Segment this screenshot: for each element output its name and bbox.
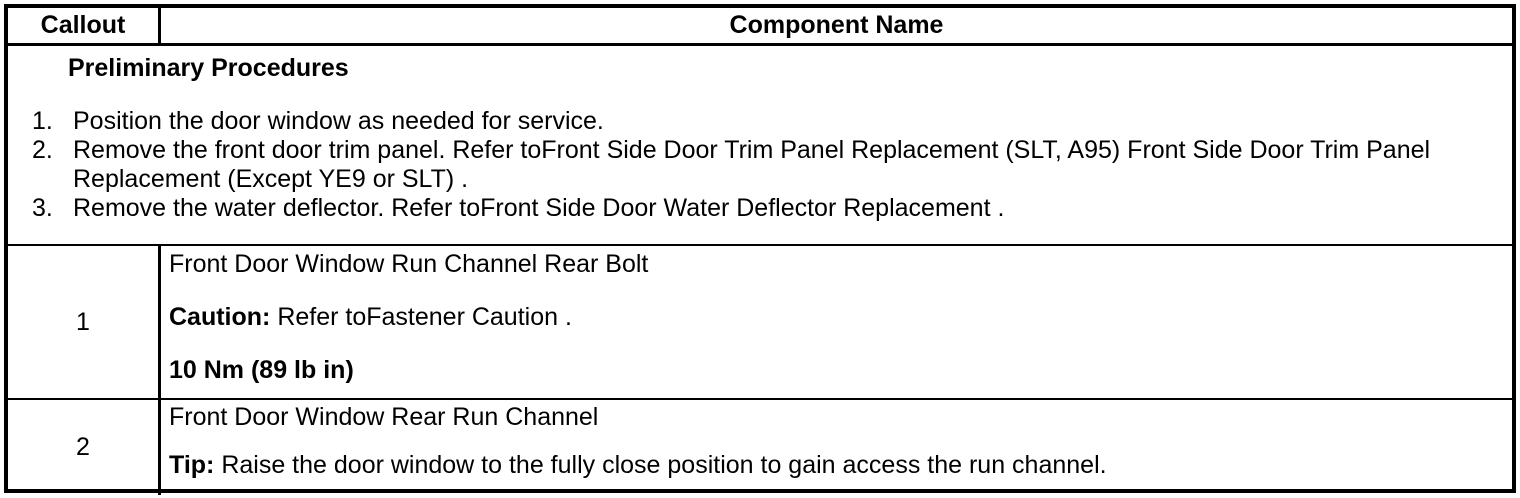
component-name-text: Front Door Window Rear Run Channel <box>169 403 599 431</box>
preliminary-step-3: 3. Remove the water deflector. Refer toF… <box>32 194 1502 223</box>
component-callout-table: Callout Component Name Preliminary Proce… <box>4 4 1516 495</box>
step-text: Position the door window as needed for s… <box>73 107 604 135</box>
tip-note: Tip: Raise the door window to the fully … <box>169 451 1506 479</box>
header-callout: Callout <box>8 8 161 43</box>
step-text: Remove the front door trim panel. Refer … <box>73 136 1431 193</box>
component-name-text: Front Door Window Run Channel Rear Bolt <box>169 250 649 278</box>
step-number: 2. <box>32 136 53 164</box>
step-number: 1. <box>32 107 53 135</box>
table-row-callout-1: 1 Front Door Window Run Channel Rear Bol… <box>8 246 1512 400</box>
component-name-cell: Front Door Window Rear Run Channel Tip: … <box>161 400 1512 495</box>
step-number: 3. <box>32 194 53 222</box>
preliminary-step-2: 2. Remove the front door trim panel. Ref… <box>32 136 1502 194</box>
caution-note: Caution: Refer toFastener Caution . <box>169 303 1506 331</box>
callout-number-cell: 2 <box>8 400 161 495</box>
table-row-callout-2: 2 Front Door Window Rear Run Channel Tip… <box>8 400 1512 495</box>
tip-label: Tip: <box>169 451 215 479</box>
torque-spec: 10 Nm (89 lb in) <box>169 356 354 384</box>
caution-label: Caution: <box>169 303 271 331</box>
table-header-row: Callout Component Name <box>8 8 1512 46</box>
step-text: Remove the water deflector. Refer toFron… <box>73 194 1005 222</box>
callout-number-cell: 1 <box>8 246 161 398</box>
header-component-name: Component Name <box>729 11 944 39</box>
component-name-cell: Front Door Window Run Channel Rear Bolt … <box>161 246 1512 398</box>
preliminary-procedures-title: Preliminary Procedures <box>68 54 349 82</box>
preliminary-step-1: 1. Position the door window as needed fo… <box>32 107 1502 136</box>
caution-text: Refer toFastener Caution . <box>270 303 572 331</box>
tip-text: Raise the door window to the fully close… <box>214 451 1107 479</box>
preliminary-procedures-section: Preliminary Procedures 1. Position the d… <box>8 46 1512 246</box>
